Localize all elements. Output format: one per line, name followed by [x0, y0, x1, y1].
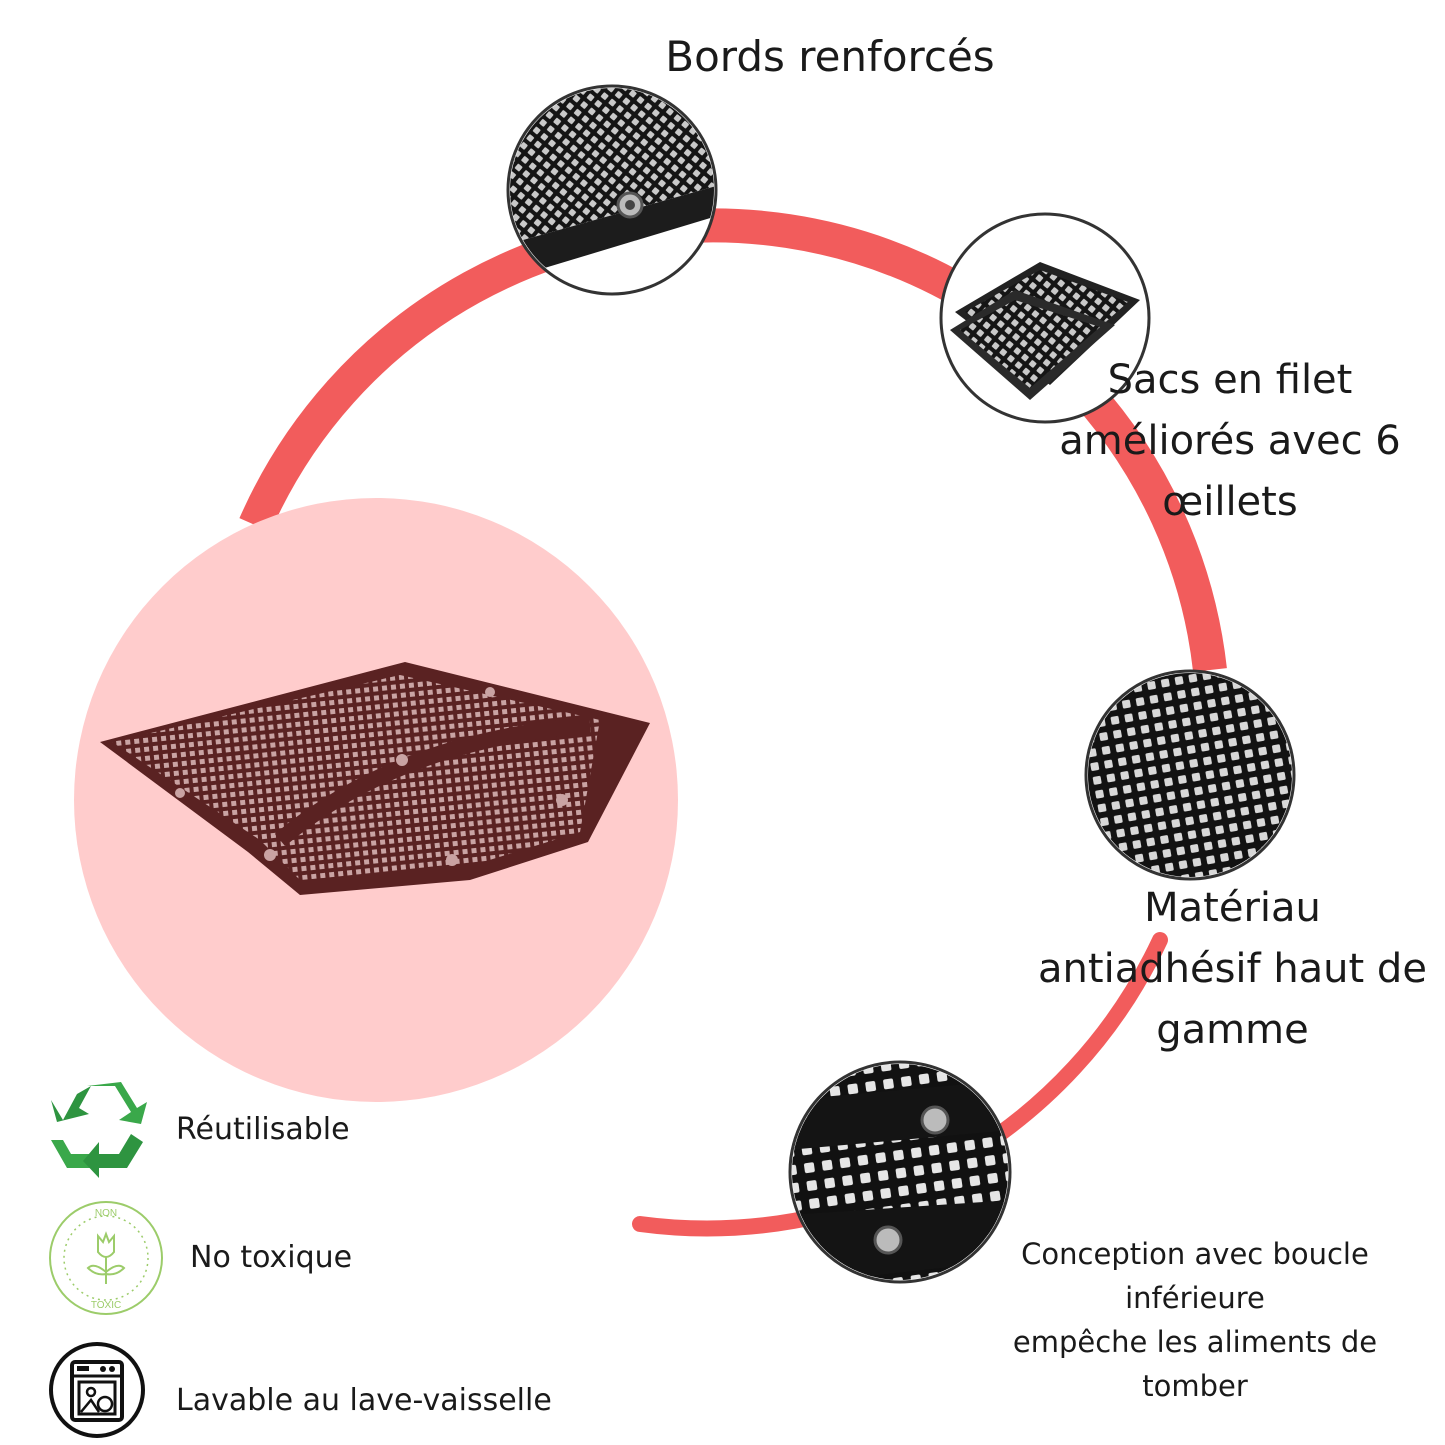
mesh-bags-line-3: œillets [1162, 479, 1298, 525]
bottom-loop-label: Conception avec boucle inférieure empêch… [990, 1232, 1400, 1408]
feature-dishwasher-label: Lavable au lave-vaisselle [176, 1383, 552, 1418]
conception-line-4: tomber [1142, 1369, 1248, 1403]
non-toxic-badge-icon: NON TOXIC [49, 1201, 163, 1315]
badge-top-text: NON [95, 1208, 117, 1219]
material-line-2: antiadhésif haut de [1038, 946, 1427, 992]
mesh-bags-label: Sacs en filet améliorés avec 6 œillets [1040, 350, 1420, 533]
nonstick-material-label: Matériau antiadhésif haut de gamme [1020, 878, 1445, 1061]
bottom-loop-photo [788, 1060, 1012, 1284]
dishwasher-icon [49, 1342, 145, 1438]
recycle-icon [51, 1082, 147, 1178]
reinforced-edges-label: Bords renforcés [665, 32, 995, 81]
feature-non-toxic-label: No toxique [190, 1240, 353, 1275]
mesh-bags-photo [939, 212, 1151, 424]
conception-line-2: inférieure [1125, 1281, 1265, 1315]
material-line-3: gamme [1156, 1007, 1309, 1053]
conception-line-3: empêche les aliments de [1012, 1325, 1378, 1359]
reinforced-edge-photo [506, 84, 718, 296]
mesh-bags-line-1: Sacs en filet [1107, 357, 1353, 403]
timeline-arc [239, 208, 1227, 672]
mesh-bags-line-2: améliorés avec 6 [1059, 418, 1401, 464]
material-line-1: Matériau [1144, 885, 1321, 931]
badge-bottom-text: TOXIC [91, 1300, 121, 1311]
product-image [100, 662, 650, 895]
feature-reusable-label: Réutilisable [176, 1112, 350, 1147]
conception-line-1: Conception avec boucle [1021, 1237, 1369, 1271]
nonstick-mesh-photo [1084, 669, 1296, 881]
